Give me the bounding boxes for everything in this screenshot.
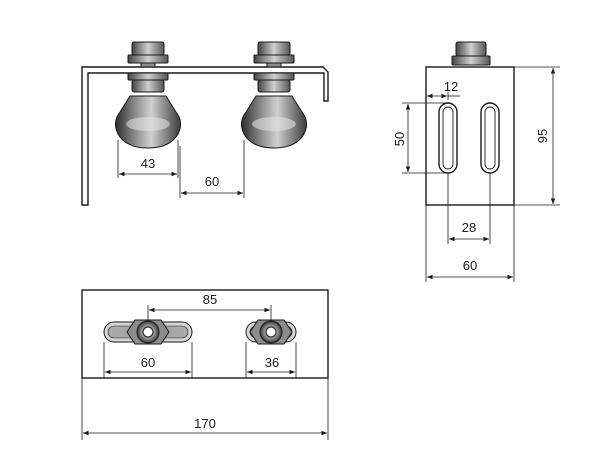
bolt-shank: [266, 62, 282, 68]
dimension-slot-spacing: 28: [447, 173, 491, 244]
dimension-label: 43: [141, 156, 155, 171]
top-washer: [253, 54, 295, 64]
lower-nut: [131, 79, 165, 93]
dimension-label: 95: [535, 129, 550, 143]
dimension-label: 12: [444, 79, 458, 94]
washer-top: [451, 55, 491, 66]
bolt-slot-right: [245, 319, 297, 345]
dimension-roller-width: 43: [117, 140, 179, 178]
lower-washer: [127, 72, 169, 81]
dimension-label: 50: [392, 132, 407, 146]
dimension-label: 60: [205, 174, 219, 189]
dimension-label: 85: [203, 292, 217, 307]
top-washer: [127, 54, 169, 64]
dimension-label: 36: [265, 355, 279, 370]
side-view: 12 50 95 28 60: [392, 41, 560, 282]
top-view: 85 60 36 170: [81, 289, 329, 440]
dimension-label: 60: [463, 258, 477, 273]
roller-highlight: [252, 117, 296, 131]
roller-assembly-left: [114, 41, 182, 149]
dimension-plate-height: 95: [514, 66, 560, 206]
bracket-plate: [81, 66, 329, 206]
dimension-label: 28: [462, 220, 476, 235]
roller-assembly-right: [240, 41, 308, 149]
dimension-slot-length: 50: [392, 102, 446, 174]
lower-washer: [253, 72, 295, 81]
bolt-shank: [140, 62, 156, 68]
bolt-slot-left: [103, 319, 193, 345]
bolt-hole: [142, 326, 154, 338]
dimension-overall-length: 170: [81, 378, 329, 440]
dimension-bolt-spacing: 85: [147, 292, 272, 321]
dimension-slot-span: 60: [103, 342, 193, 378]
slot-left-inner: [442, 106, 454, 170]
bolt-hole: [265, 326, 277, 338]
roller-highlight: [126, 117, 170, 131]
top-plate: [81, 289, 329, 379]
top-nut: [131, 41, 165, 56]
top-nut: [257, 41, 291, 56]
front-view: 43 60: [81, 41, 329, 206]
nut-top: [455, 41, 487, 57]
dimension-bolt-head: 36: [245, 342, 297, 378]
dimension-roller-spacing: 60: [179, 140, 245, 198]
side-plate: [425, 66, 515, 206]
slot-right-inner: [484, 106, 496, 170]
slot-left: [438, 102, 458, 174]
dimension-plate-width: 60: [425, 205, 515, 282]
dimension-label: 170: [194, 416, 216, 431]
dimension-label: 60: [141, 355, 155, 370]
lower-nut: [257, 79, 291, 93]
dimension-slot-offset: 12: [425, 79, 460, 100]
slot-right: [480, 102, 500, 174]
